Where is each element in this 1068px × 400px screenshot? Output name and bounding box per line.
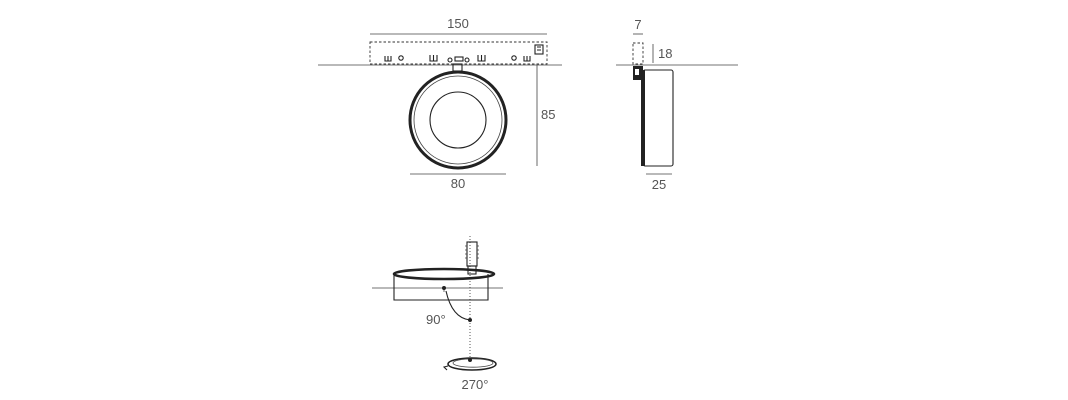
tilt-label: 90° bbox=[426, 312, 446, 327]
dim-label-80: 80 bbox=[451, 176, 465, 191]
front-view: 150 85 80 bbox=[318, 16, 562, 191]
rotate-ring-inner bbox=[452, 358, 494, 368]
rotation-view: 90° 270° bbox=[372, 236, 503, 392]
rotate-pivot bbox=[468, 358, 472, 362]
luminaire-profile bbox=[642, 69, 674, 167]
rotate-label: 270° bbox=[462, 377, 489, 392]
side-view: 7 18 25 bbox=[616, 17, 738, 192]
disc-body bbox=[393, 274, 489, 301]
outer-ring-inner-edge bbox=[413, 75, 503, 165]
tilt-arc bbox=[445, 290, 471, 321]
track-outline bbox=[369, 41, 548, 65]
dim-label-25: 25 bbox=[652, 177, 666, 192]
outer-ring bbox=[408, 70, 508, 170]
tilt-end bbox=[468, 318, 472, 322]
disc-connector bbox=[467, 265, 477, 275]
dim-label-150: 150 bbox=[447, 16, 469, 31]
luminaire-profile-back bbox=[641, 70, 645, 166]
inner-lens bbox=[429, 91, 487, 149]
rotate-arrow bbox=[442, 365, 449, 371]
dim-label-85: 85 bbox=[541, 107, 555, 122]
connector-rotation bbox=[466, 241, 478, 267]
tilt-pivot bbox=[442, 286, 446, 290]
rotate-ring bbox=[447, 357, 497, 371]
dim-label-7: 7 bbox=[634, 17, 641, 32]
track-section bbox=[632, 42, 644, 65]
disc-top bbox=[392, 267, 496, 281]
track-internals bbox=[384, 44, 544, 63]
dim-label-18: 18 bbox=[658, 46, 672, 61]
